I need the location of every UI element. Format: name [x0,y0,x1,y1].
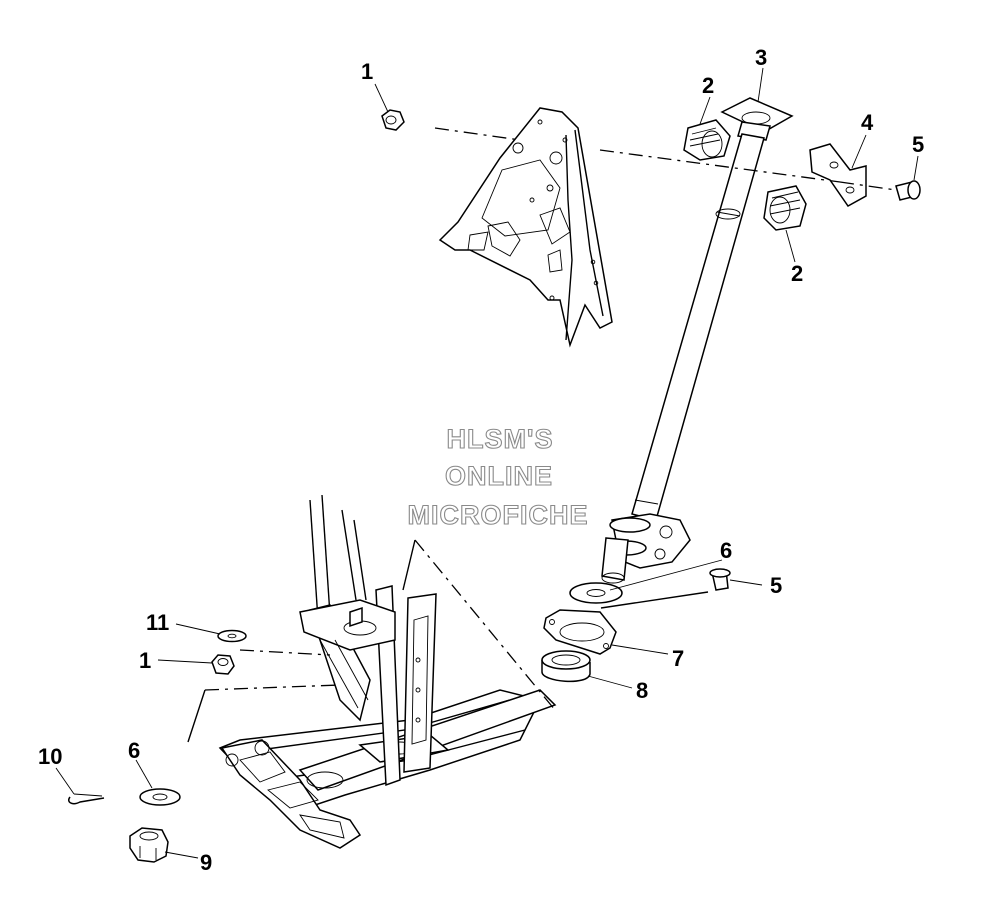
callout-7: 7 [672,646,684,671]
bearing [541,650,591,683]
leader-lines [55,67,919,859]
watermark-line-1: HLSM'S [447,424,554,454]
callout-6-mid: 6 [720,538,732,563]
cotter-pin [68,793,105,805]
callout-8: 8 [636,678,648,703]
castle-nut [129,827,169,863]
callout-4: 4 [861,110,874,135]
watermark: HLSM'S ONLINE MICROFICHE [407,423,589,530]
callout-labels: 1 2 3 4 5 2 6 5 11 1 7 8 10 6 9 [38,45,924,875]
bearing-flange [543,609,617,655]
washer-small [217,629,247,643]
bolt-mid [709,568,731,591]
washer-mid [569,582,623,604]
callout-5-top: 5 [912,132,924,157]
washer-lower [139,788,181,806]
nut-top [381,109,405,131]
watermark-line-2: ONLINE [445,461,553,491]
upper-bushing-bottom [763,185,807,231]
nut-lower [211,654,235,675]
callout-2-top: 2 [702,73,714,98]
callout-11: 11 [146,610,169,635]
upper-bushing-top [683,119,731,161]
callout-1-top: 1 [361,59,373,84]
callout-10: 10 [38,744,62,769]
callout-6-low: 6 [128,738,140,763]
bushing-clamp [809,143,867,207]
callout-3: 3 [755,45,767,70]
callout-9: 9 [200,850,212,875]
upper-frame-bracket [438,107,613,348]
callout-5-mid: 5 [770,573,782,598]
clamp-bolt-top [895,180,921,201]
steering-post [601,97,794,584]
assembly-center-lines [187,127,897,743]
watermark-line-3: MICROFICHE [408,500,589,530]
callout-1-low: 1 [139,648,151,673]
callout-2-mid: 2 [791,261,803,286]
lower-frame [218,494,557,849]
